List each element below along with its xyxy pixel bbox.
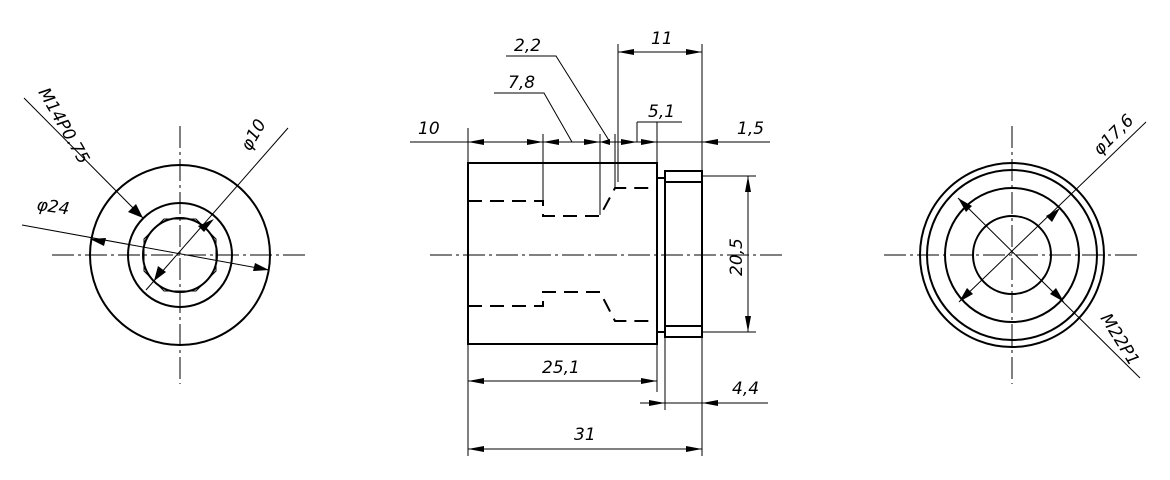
left-view-bore-circle xyxy=(142,217,218,293)
dim-11-label: 11 xyxy=(651,29,673,49)
arrow-7-8-right xyxy=(584,139,600,145)
flange-outline xyxy=(664,170,703,338)
arrow-10-right xyxy=(527,139,543,145)
arrow-31-right xyxy=(686,446,702,452)
left-view-inner-dia-arrow-b xyxy=(154,266,166,281)
arrow-25-1-right xyxy=(641,378,657,384)
right-view-bore-circle xyxy=(972,215,1052,295)
left-view: M14P0.75 φ10 φ24 xyxy=(21,85,308,384)
dim-4-4-label: 4,4 xyxy=(732,379,759,399)
arrow-11-right xyxy=(686,49,702,55)
right-view-thread-leader xyxy=(957,197,1141,379)
left-view-thread-label: M14P0.75 xyxy=(34,85,94,168)
hidden-bore-top xyxy=(468,187,657,217)
left-view-thread-arrow xyxy=(128,204,143,218)
left-view-outer-dia-arrow-b xyxy=(253,263,269,271)
leader-7-8 xyxy=(494,92,573,143)
body-outline xyxy=(467,162,658,345)
dim-7-8-label: 7,8 xyxy=(508,73,535,93)
dim-2-2-label: 2,2 xyxy=(514,36,541,56)
arrow-31-left xyxy=(468,446,484,452)
left-view-inner-dia-leader xyxy=(145,127,289,291)
right-view-dia-label: φ17,6 xyxy=(1089,111,1138,160)
left-view-inner-dia-arrow-a xyxy=(198,219,214,232)
right-view: φ17,6 M22P1 xyxy=(884,111,1147,384)
arrow-5-1-left xyxy=(621,139,637,145)
front-view: 10 2,2 7,8 5,1 1,5 11 20,5 25,1 4,4 xyxy=(410,29,782,456)
arrow-10-left xyxy=(468,139,484,145)
right-view-dia-arrow-b xyxy=(959,288,973,302)
right-view-thread-circle xyxy=(944,187,1080,323)
left-view-inner-dia-label: φ10 xyxy=(237,116,271,154)
dim-10-label: 10 xyxy=(418,119,440,139)
hidden-bore-bottom xyxy=(468,291,657,322)
left-view-outer-dia-leader xyxy=(21,224,270,271)
arrow-20-5-top xyxy=(745,176,751,192)
right-view-thread-arrow-a xyxy=(958,198,972,212)
right-view-outer-circle xyxy=(919,162,1105,348)
dim-5-1-label: 5,1 xyxy=(648,102,675,122)
arrow-1-5-right xyxy=(702,139,718,145)
left-view-outer-dia-arrow-a xyxy=(90,238,106,246)
arrow-5-1-right xyxy=(641,139,657,145)
dim-20-5-label: 20,5 xyxy=(727,238,747,276)
arrow-20-5-bottom xyxy=(745,316,751,332)
arrow-7-8-left xyxy=(543,139,559,145)
leader-2-2 xyxy=(506,55,611,143)
arrow-11-left xyxy=(618,49,634,55)
right-view-dia-arrow-a xyxy=(1046,208,1060,222)
dim-31-label: 31 xyxy=(574,425,596,445)
arrow-25-1-left xyxy=(468,378,484,384)
dim-25-1-label: 25,1 xyxy=(542,358,580,378)
left-view-outer-dia-label: φ24 xyxy=(35,195,70,219)
right-view-dia-leader xyxy=(958,121,1147,303)
arrow-4-4-left xyxy=(649,400,665,406)
right-view-chamfer-circle xyxy=(926,169,1098,341)
arrow-2-2-left xyxy=(600,139,610,145)
right-view-thread-arrow-b xyxy=(1050,288,1064,302)
left-view-thread-circle xyxy=(127,202,233,308)
dim-1-5-label: 1,5 xyxy=(737,119,764,139)
right-view-thread-label: M22P1 xyxy=(1096,310,1143,369)
left-view-thread-leader xyxy=(23,97,144,219)
arrow-4-4-right xyxy=(702,400,718,406)
left-view-outer-circle xyxy=(89,164,271,346)
